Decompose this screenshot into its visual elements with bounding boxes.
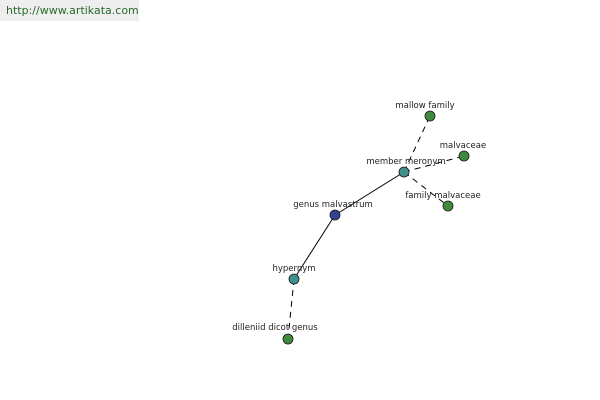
node-label-mallow-family: mallow family (395, 101, 454, 111)
graph-nodes: genus malvastrum member meronym hypernym ma… (232, 101, 486, 345)
node-label-hypernym: hypernym (272, 264, 315, 274)
node-marker-dilleniid-dicot-genus[interactable] (282, 333, 294, 345)
node-marker-genus-malvastrum[interactable] (329, 209, 341, 221)
edge-member-meronym-to-family-malvaceae (403, 171, 449, 207)
node-family-malvaceae[interactable]: family malvaceae (405, 191, 481, 212)
edge-genus-malvastrum-to-hypernym (293, 214, 336, 280)
node-genus-malvastrum[interactable]: genus malvastrum (293, 200, 373, 221)
node-hypernym[interactable]: hypernym (272, 264, 316, 285)
node-label-genus-malvastrum: genus malvastrum (293, 200, 373, 210)
edge-genus-malvastrum-to-member-meronym (334, 171, 405, 216)
node-label-family-malvaceae: family malvaceae (405, 191, 480, 201)
node-marker-hypernym[interactable] (288, 273, 300, 285)
node-malvaceae[interactable]: malvaceae (440, 141, 486, 162)
node-mallow-family[interactable]: mallow family (395, 101, 455, 122)
node-label-member-meronym: member meronym (366, 157, 445, 167)
node-label-malvaceae: malvaceae (440, 141, 486, 151)
node-dilleniid-dicot-genus[interactable]: dilleniid dicot genus (232, 323, 318, 345)
node-marker-malvaceae[interactable] (458, 150, 470, 162)
node-marker-mallow-family[interactable] (424, 110, 436, 122)
node-marker-member-meronym[interactable] (398, 166, 410, 178)
node-marker-family-malvaceae[interactable] (442, 200, 454, 212)
node-member-meronym[interactable]: member meronym (366, 157, 446, 178)
node-label-dilleniid-dicot-genus: dilleniid dicot genus (232, 323, 318, 333)
graph-edges (287, 115, 465, 340)
watermark-url: http://www.artikata.com (0, 0, 139, 21)
